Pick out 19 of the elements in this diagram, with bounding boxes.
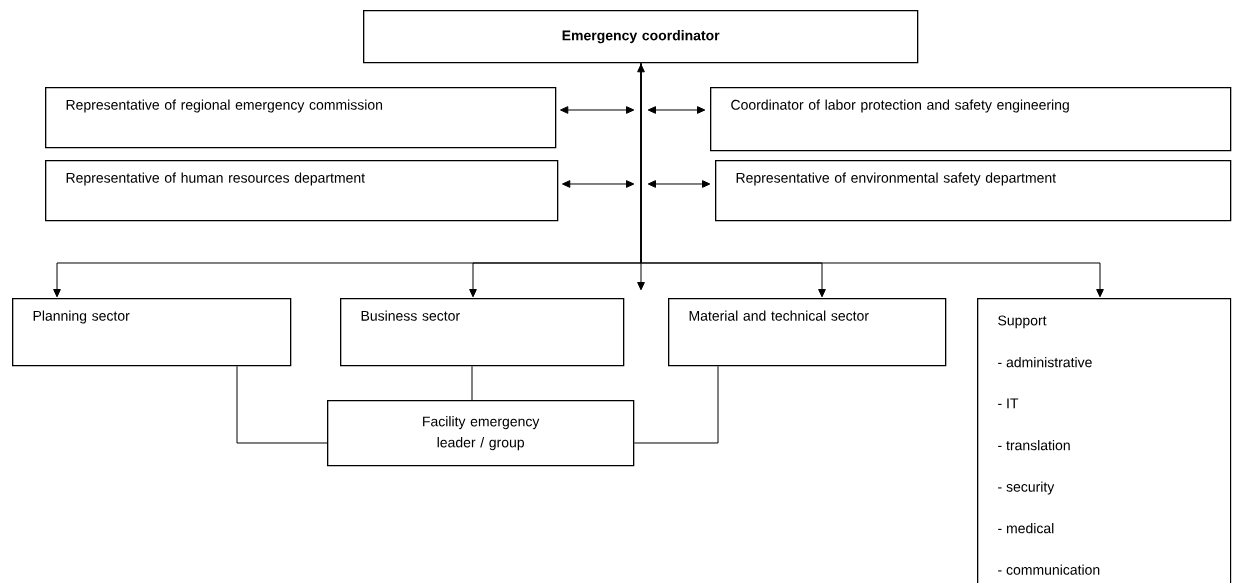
org-box: Coordinator of labor protection and safety engineering: [710, 87, 1232, 152]
org-box: Representative of human resources department: [45, 160, 559, 222]
org-box: Material and technical sector: [668, 298, 947, 367]
arrow: [562, 180, 635, 188]
org-box: Facility emergency leader / group: [327, 400, 635, 467]
arrow: [637, 64, 645, 291]
org-box: Emergency coordinator: [363, 10, 919, 64]
org-box: Representative of regional emergency commission: [45, 87, 557, 149]
arrow: [640, 62, 1104, 298]
org-box: Support - administrative - IT - translation - security - medical - communication: [977, 298, 1232, 583]
org-box: Representative of environmental safety department: [715, 160, 1232, 222]
connector-line: [236, 365, 328, 444]
arrow: [647, 106, 706, 114]
org-box: Planning sector: [12, 298, 292, 367]
org-box: Business sector: [340, 298, 625, 367]
arrow: [560, 106, 635, 114]
arrow: [647, 180, 711, 188]
connector-line: [633, 365, 719, 444]
connector-line: [471, 365, 473, 401]
